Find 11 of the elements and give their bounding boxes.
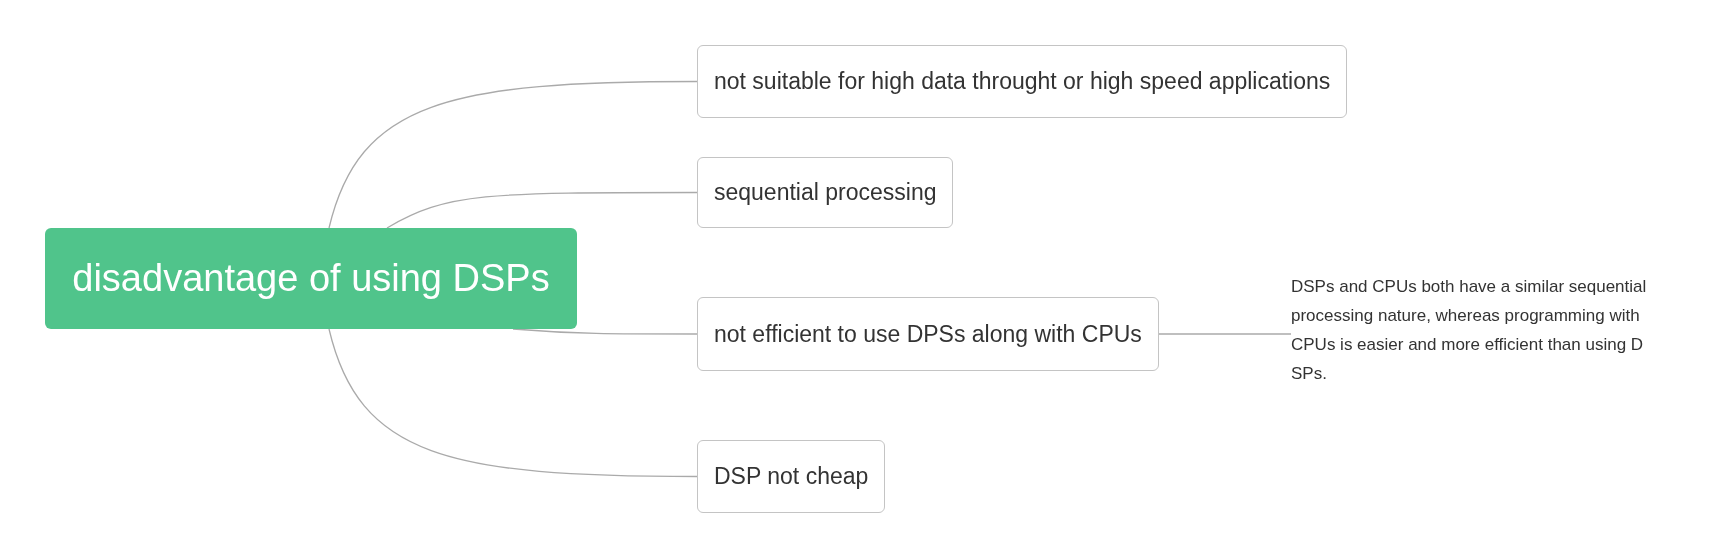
connector-line bbox=[512, 328, 698, 335]
subtopic-box: not efficient to use DPSs along with CPUs bbox=[697, 297, 1159, 371]
note-text: DSPs and CPUs both have a similar sequential processing nature, whereas programming with CPUs is easier and more efficient than using DSPs. bbox=[1291, 272, 1651, 388]
central-topic: disadvantage of using DSPs bbox=[45, 228, 577, 329]
subtopic-box: DSP not cheap bbox=[697, 440, 886, 513]
connector-line bbox=[328, 80, 698, 229]
connector-line bbox=[386, 191, 698, 229]
subtopic-box: not suitable for high data throught or high speed applications bbox=[697, 45, 1348, 118]
subtopic-box: sequential processing bbox=[697, 157, 954, 228]
connector-line bbox=[1158, 333, 1292, 335]
connector-line bbox=[328, 328, 698, 478]
